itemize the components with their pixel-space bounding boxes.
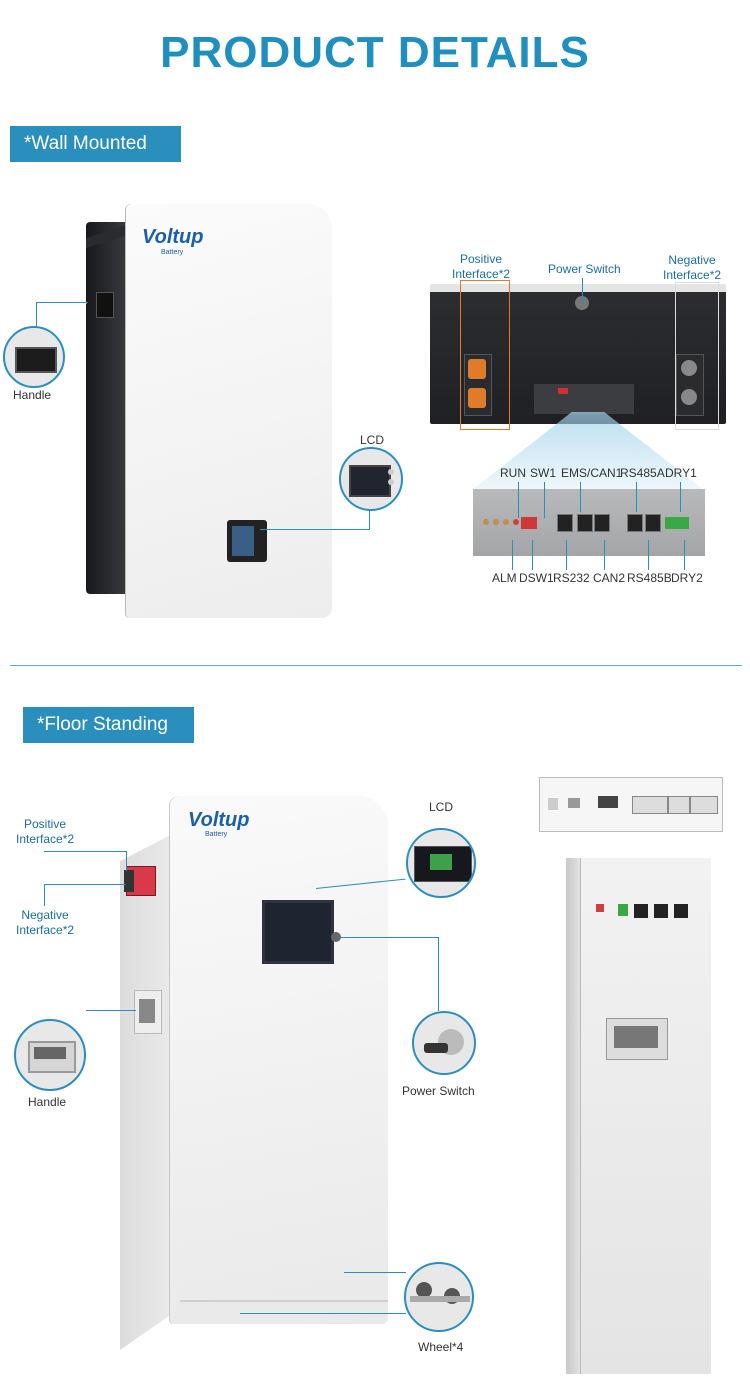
floor-lcd-label: LCD	[429, 800, 454, 814]
wall-negative-label: Negative Interface*2	[663, 253, 722, 282]
floor-logo: Voltup	[188, 809, 250, 831]
wall-mounted-logo-sub: Battery	[161, 249, 184, 256]
wall-mounted-logo: Voltup	[142, 226, 204, 248]
port-label-ems-can1: EMS/CAN1	[561, 466, 623, 480]
floor-positive-label: Positive Interface*2	[16, 817, 75, 846]
section-divider	[10, 665, 742, 666]
wall-power-switch-label: Power Switch	[548, 262, 621, 276]
wall-positive-label: Positive Interface*2	[452, 252, 511, 281]
port-label-rs485a: RS485A	[620, 466, 665, 480]
floor-lcd-callout-circle	[406, 828, 476, 898]
floor-cabinet-side-image	[566, 858, 711, 1374]
floor-power-switch-label: Power Switch	[402, 1084, 475, 1098]
floor-standing-tag: *Floor Standing	[23, 707, 194, 743]
wall-handle-label: Handle	[13, 388, 52, 402]
floor-negative-label: Negative Interface*2	[16, 908, 75, 937]
port-label-dry1: DRY1	[665, 466, 697, 480]
wall-lcd-label: LCD	[360, 433, 385, 447]
port-label-rs232: RS232	[553, 571, 590, 585]
port-label-dsw1: DSW1	[519, 571, 554, 585]
handle-callout-circle	[3, 326, 65, 388]
floor-handle-callout-circle	[14, 1019, 86, 1091]
port-label-sw1: SW1	[530, 466, 557, 480]
wheel-label: Wheel*4	[418, 1340, 464, 1354]
wall-mounted-tag: *Wall Mounted	[10, 126, 181, 162]
port-label-can2: CAN2	[593, 571, 626, 585]
lcd-callout-circle	[339, 447, 403, 511]
wheel-callout-circle	[404, 1262, 474, 1332]
floor-logo-sub: Battery	[205, 831, 228, 838]
port-label-dry2: DRY2	[671, 571, 703, 585]
port-label-run: RUN	[500, 466, 526, 480]
io-port-panel-image	[473, 489, 705, 556]
page-title: PRODUCT DETAILS	[160, 28, 590, 77]
port-label-alm: ALM	[492, 571, 517, 585]
floor-power-switch-callout-circle	[412, 1011, 476, 1075]
terminal-panel-image	[430, 284, 730, 424]
floor-io-strip-image	[539, 777, 723, 832]
port-label-rs485b: RS485B	[627, 571, 672, 585]
floor-handle-label: Handle	[28, 1095, 67, 1109]
